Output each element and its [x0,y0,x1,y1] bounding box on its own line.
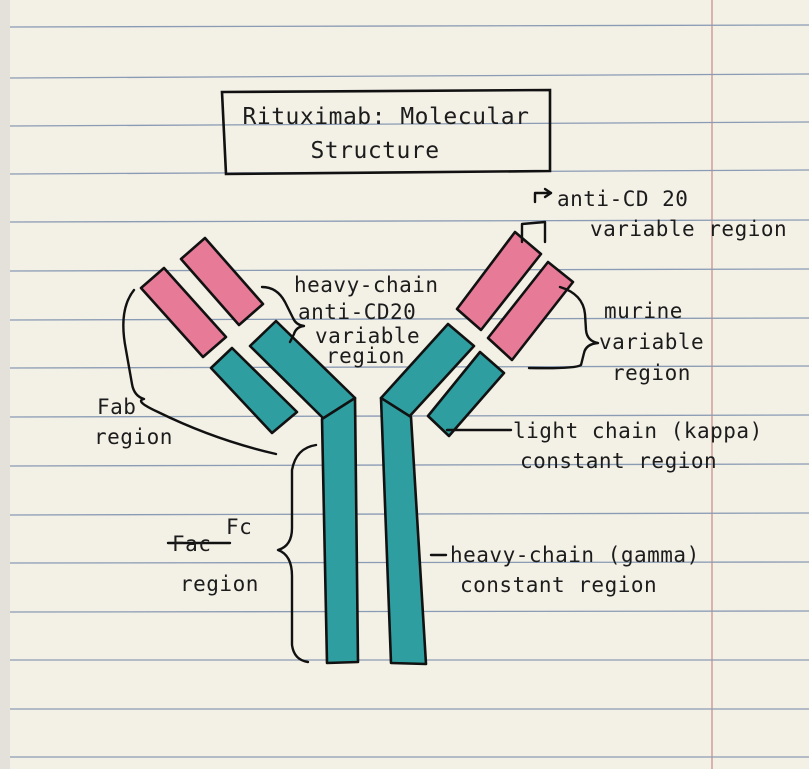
anti-cd20-label-2: variable region [590,217,787,241]
fc-corrected-label: Fc [226,515,252,539]
anti-cd20-label-1: anti-CD 20 [557,187,688,211]
fc-region-label: region [180,572,259,596]
murine-variable-label-1: murine [604,299,683,323]
title-line-2: Structure [310,138,439,164]
fab-region-label-2: region [94,425,173,449]
heavy-chain-constant-label-2: constant region [460,573,657,597]
murine-variable-label-2: variable [599,330,704,354]
heavy-chain-constant-label-1: heavy-chain (gamma) [450,543,700,567]
light-chain-label-1: light chain (kappa) [513,419,763,443]
left-heavy-chain-stem [322,398,358,663]
fab-region-label-1: Fab [97,395,136,419]
heavy-chain-variable-label-1: heavy-chain [294,273,439,297]
page-edge [0,0,10,769]
murine-variable-label-3: region [612,361,691,385]
fc-struck-label: Fac [172,532,211,556]
heavy-chain-variable-label-2: anti-CD20 [298,300,416,324]
heavy-chain-variable-label-4: region [326,344,405,368]
title-line-1: Rituximab: Molecular [243,104,530,130]
light-chain-label-2: constant region [520,449,717,473]
